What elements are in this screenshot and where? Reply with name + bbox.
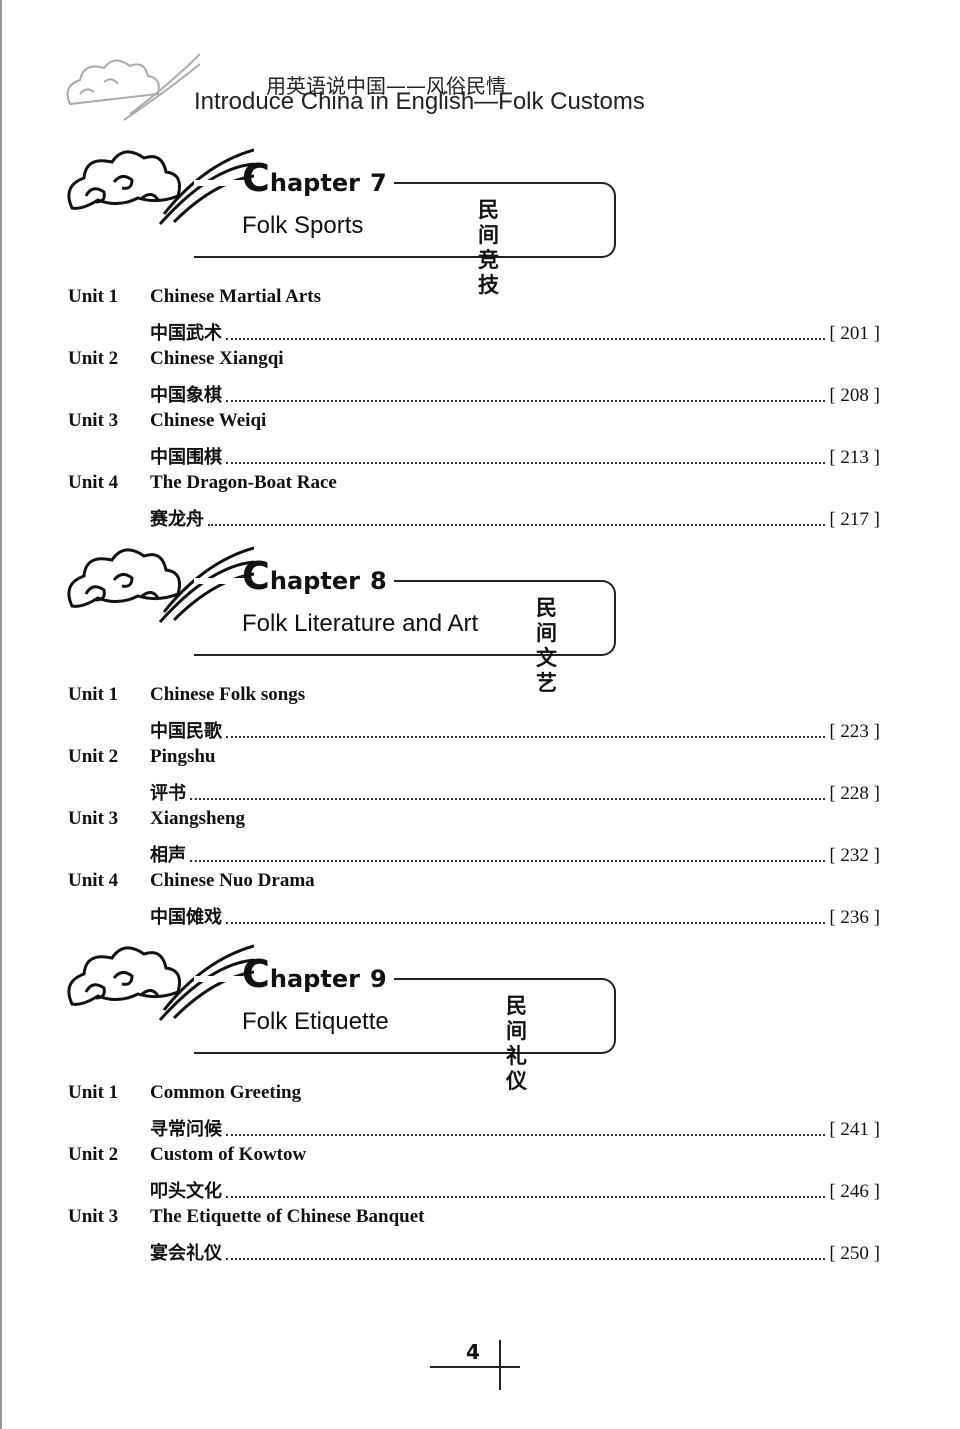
page-edge xyxy=(0,0,2,1429)
unit-title-chinese: 叩头文化 xyxy=(150,1181,222,1202)
chapter-heading: Chapter 7 xyxy=(242,156,387,200)
unit-label: Unit 2 xyxy=(68,348,119,369)
page-reference: [ 223 ] xyxy=(829,721,880,742)
page-reference: [ 236 ] xyxy=(829,907,880,928)
unit-label: Unit 1 xyxy=(68,286,119,307)
unit-title-english: Common Greeting xyxy=(150,1082,302,1103)
unit-title-english: Custom of Kowtow xyxy=(150,1144,307,1165)
chapter-title-english: Folk Literature and Art xyxy=(242,610,479,637)
dot-leader xyxy=(226,1182,826,1198)
unit-label: Unit 2 xyxy=(68,1144,119,1165)
chapter-number: 9 xyxy=(369,965,387,993)
unit-label: Unit 3 xyxy=(68,808,119,829)
dot-leader xyxy=(226,386,826,402)
unit-title-english: Chinese Folk songs xyxy=(150,684,306,705)
unit-title-chinese: 赛龙舟 xyxy=(150,509,204,530)
chapter-word: Chapter xyxy=(242,554,360,598)
chapter-frame xyxy=(194,182,616,258)
page-reference: [ 213 ] xyxy=(829,447,880,468)
chapter-banner-7: Chapter 7 Folk Sports 民间 竞技 xyxy=(64,138,624,297)
dot-leader xyxy=(226,908,826,924)
unit-title-english: Chinese Weiqi xyxy=(150,410,267,431)
unit-title-english: The Etiquette of Chinese Banquet xyxy=(150,1206,425,1227)
chapter-number: 7 xyxy=(369,169,387,197)
chapter-number: 8 xyxy=(369,567,387,595)
chapter-word: Chapter xyxy=(242,156,360,200)
toc-entry[interactable]: Unit 4 The Dragon-Boat Race 赛龙舟 [ 217 ] xyxy=(68,472,880,534)
unit-title-chinese: 中国武术 xyxy=(150,323,222,344)
chapter-banner-8: Chapter 8 Folk Literature and Art 民间 文艺 xyxy=(64,536,624,695)
toc-entry[interactable]: Unit 2 Pingshu 评书 [ 228 ] xyxy=(68,746,880,808)
header-title-english: Introduce China in English—Folk Customs xyxy=(194,88,645,115)
chapter-banner-9: Chapter 9 Folk Etiquette 民间 礼仪 xyxy=(64,934,624,1093)
toc-entry[interactable]: Unit 3 The Etiquette of Chinese Banquet … xyxy=(68,1206,880,1268)
unit-title-chinese: 宴会礼仪 xyxy=(150,1243,222,1264)
unit-title-english: Chinese Xiangqi xyxy=(150,348,284,369)
unit-title-chinese: 中国民歌 xyxy=(150,721,222,742)
dot-leader xyxy=(208,510,826,526)
page-reference: [ 241 ] xyxy=(829,1119,880,1140)
cloud-ornament-icon xyxy=(66,53,200,121)
dot-leader xyxy=(226,722,826,738)
chapter-frame xyxy=(194,580,616,656)
unit-label: Unit 3 xyxy=(68,1206,119,1227)
chapter-frame xyxy=(194,978,616,1054)
unit-label: Unit 1 xyxy=(68,1082,119,1103)
page-reference: [ 246 ] xyxy=(829,1181,880,1202)
toc-entry[interactable]: Unit 1 Chinese Folk songs 中国民歌 [ 223 ] xyxy=(68,684,880,746)
unit-title-english: Pingshu xyxy=(150,746,216,767)
chapter-title-chinese: 民间 竞技 xyxy=(478,198,499,297)
unit-title-chinese: 中国围棋 xyxy=(150,447,222,468)
page-reference: [ 217 ] xyxy=(829,509,880,530)
footer-rule xyxy=(430,1366,520,1368)
unit-label: Unit 4 xyxy=(68,870,119,891)
unit-title-english: Chinese Martial Arts xyxy=(150,286,321,307)
page-number: 4 xyxy=(466,1340,480,1364)
unit-label: Unit 2 xyxy=(68,746,119,767)
footer-rule-vertical xyxy=(499,1340,501,1390)
dot-leader xyxy=(226,1244,826,1260)
unit-title-chinese: 中国傩戏 xyxy=(150,907,222,928)
dot-leader xyxy=(226,1120,826,1136)
toc-entry[interactable]: Unit 3 Xiangsheng 相声 [ 232 ] xyxy=(68,808,880,870)
page-reference: [ 208 ] xyxy=(829,385,880,406)
dot-leader xyxy=(190,784,826,800)
unit-title-chinese: 相声 xyxy=(150,845,186,866)
unit-title-english: Chinese Nuo Drama xyxy=(150,870,315,891)
toc-entry[interactable]: Unit 1 Common Greeting 寻常问候 [ 241 ] xyxy=(68,1082,880,1144)
toc-entry[interactable]: Unit 2 Chinese Xiangqi 中国象棋 [ 208 ] xyxy=(68,348,880,410)
dot-leader xyxy=(226,448,826,464)
unit-title-chinese: 寻常问候 xyxy=(150,1119,222,1140)
toc-entry[interactable]: Unit 2 Custom of Kowtow 叩头文化 [ 246 ] xyxy=(68,1144,880,1206)
chapter-heading: Chapter 8 xyxy=(242,554,387,598)
page-reference: [ 228 ] xyxy=(829,783,880,804)
toc-entry[interactable]: Unit 4 Chinese Nuo Drama 中国傩戏 [ 236 ] xyxy=(68,870,880,932)
unit-title-english: Xiangsheng xyxy=(150,808,246,829)
page-reference: [ 201 ] xyxy=(829,323,880,344)
page-reference: [ 250 ] xyxy=(829,1243,880,1264)
chapter-title-english: Folk Etiquette xyxy=(242,1008,389,1035)
chapter-heading: Chapter 9 xyxy=(242,952,387,996)
dot-leader xyxy=(190,846,826,862)
chapter-title-chinese: 民间 礼仪 xyxy=(506,994,527,1093)
unit-label: Unit 4 xyxy=(68,472,119,493)
dot-leader xyxy=(226,324,826,340)
page-reference: [ 232 ] xyxy=(829,845,880,866)
unit-title-chinese: 评书 xyxy=(150,783,186,804)
header-title-chinese: 用英语说中国——风俗民情 xyxy=(266,74,506,98)
chapter-title-chinese: 民间 文艺 xyxy=(536,596,557,695)
toc-entry[interactable]: Unit 3 Chinese Weiqi 中国围棋 [ 213 ] xyxy=(68,410,880,472)
toc-entry[interactable]: Unit 1 Chinese Martial Arts 中国武术 [ 201 ] xyxy=(68,286,880,348)
running-header: 用英语说中国——风俗民情 Introduce China in English—… xyxy=(60,34,680,124)
unit-label: Unit 1 xyxy=(68,684,119,705)
chapter-word: Chapter xyxy=(242,952,360,996)
chapter-title-english: Folk Sports xyxy=(242,212,364,239)
unit-label: Unit 3 xyxy=(68,410,119,431)
unit-title-chinese: 中国象棋 xyxy=(150,385,222,406)
unit-title-english: The Dragon-Boat Race xyxy=(150,472,337,493)
